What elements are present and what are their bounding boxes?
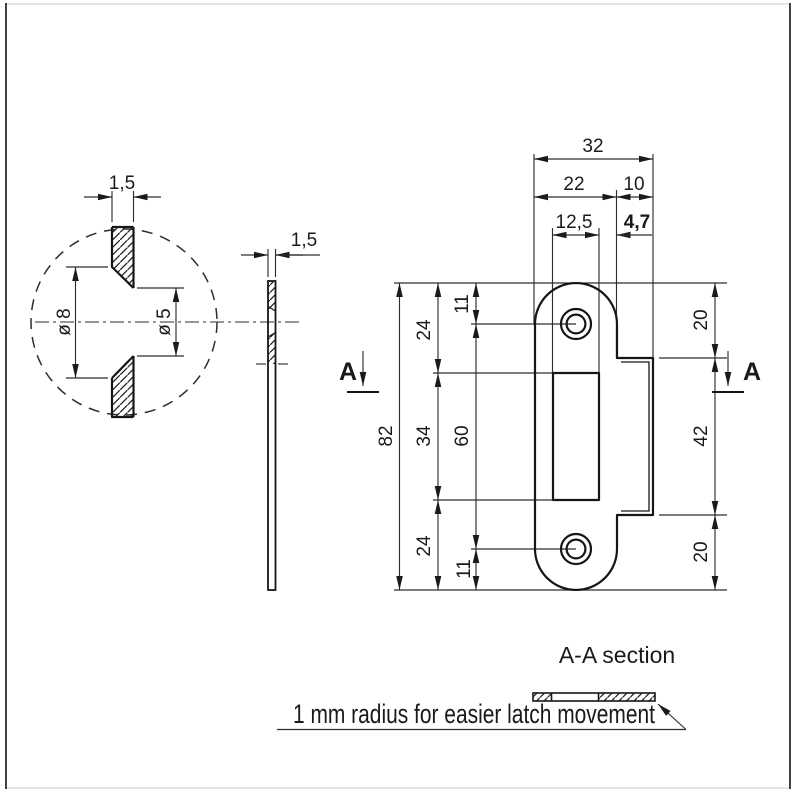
dim-lip-top-offset: 20 [691, 309, 712, 330]
dim-detail-thickness: 1,5 [109, 173, 135, 194]
section-marker-left: A [339, 351, 379, 393]
dim-edge-gap: 4,7 [624, 212, 650, 233]
note-text: 1 mm radius for easier latch movement [293, 699, 655, 729]
dim-hole-inner-dia: ø 5 [154, 308, 175, 335]
top-dimensions: 32 22 10 12,5 4,7 [534, 136, 653, 239]
dim-countersink-outer-dia: ø 8 [54, 308, 75, 335]
side-view-outline [267, 280, 277, 591]
latch-opening [551, 371, 601, 502]
dim-bottom-to-opening: 24 [414, 535, 435, 557]
countersink-detail-view: 1,5 ø 8 ø 5 [30, 173, 218, 419]
top-screw-hole-countersink [559, 307, 593, 341]
dim-lip-bottom-offset: 20 [691, 541, 712, 562]
dim-overall-width: 32 [582, 136, 603, 157]
dim-body-width: 22 [563, 174, 584, 195]
dim-lip-width: 10 [623, 174, 644, 195]
section-letter-left: A [339, 358, 357, 386]
lip-bend-line [621, 361, 650, 512]
countersink-section-outline [110, 225, 135, 419]
section-a-a-view: A-A section 1 mm radius for easier latch… [277, 642, 687, 731]
left-dimensions: 82 24 34 24 11 60 11 [376, 283, 480, 590]
plate-side-view: 1,5 [241, 230, 320, 591]
section-bar-outline [532, 692, 656, 702]
dim-top-to-hole: 11 [452, 294, 473, 314]
right-dimensions: 20 42 20 [691, 283, 719, 590]
section-title: A-A section [559, 642, 675, 668]
dim-lip-length: 42 [691, 425, 712, 446]
plate-outline [533, 281, 655, 592]
dim-opening-width: 12,5 [556, 212, 593, 233]
section-letter-right: A [743, 358, 761, 386]
dim-top-to-opening: 24 [414, 319, 435, 341]
dim-side-thickness: 1,5 [291, 230, 317, 251]
top-screw-hole [565, 313, 587, 335]
dim-hole-spacing: 60 [452, 425, 473, 446]
bottom-screw-hole [565, 538, 587, 560]
dim-opening-height: 34 [414, 425, 435, 447]
section-marker-right: A [712, 351, 761, 393]
dim-bottom-to-hole: 11 [454, 559, 475, 579]
page-border [5, 3, 791, 789]
bottom-screw-hole-countersink [559, 532, 593, 566]
plate-front-view: 32 22 10 12,5 4,7 82 24 34 24 11 60 [339, 136, 761, 592]
dim-overall-height: 82 [376, 425, 397, 446]
